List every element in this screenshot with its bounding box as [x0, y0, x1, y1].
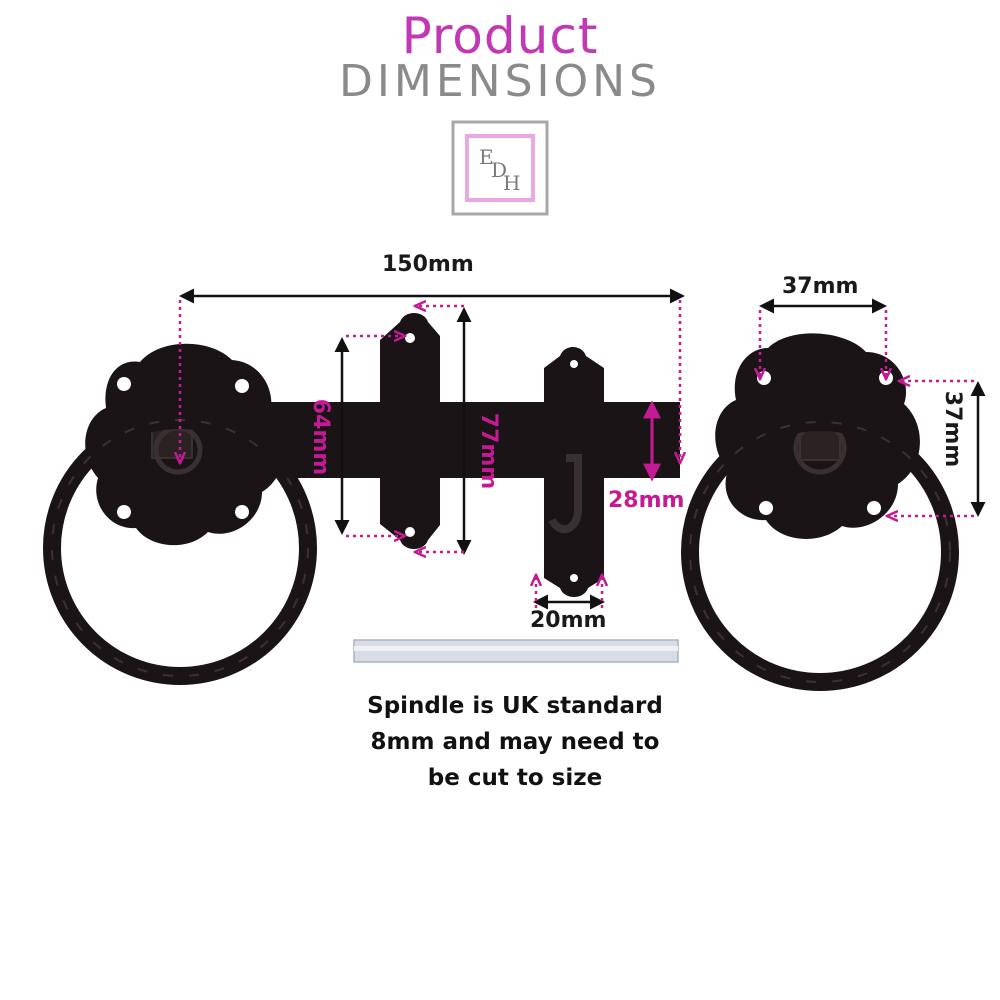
spindle [353, 639, 679, 663]
right-ring-handle [681, 333, 959, 691]
keep-plate [380, 313, 440, 549]
label-backplate-height: 37mm [940, 390, 965, 468]
title-dimensions: DIMENSIONS [339, 56, 661, 107]
label-backplate-width: 37mm [782, 274, 859, 299]
label-catch-width: 20mm [530, 608, 607, 633]
label-bar-height: 28mm [608, 488, 685, 513]
title-product: Product [401, 7, 599, 65]
label-keep-height: 64mm [308, 398, 333, 476]
spindle-note-line3: be cut to size [427, 765, 603, 791]
brand-logo: E D H [451, 120, 549, 216]
label-keep-outer-height: 77mm [476, 412, 501, 490]
spindle-note-line2: 8mm and may need to [370, 729, 660, 755]
svg-text:H: H [503, 171, 520, 195]
spindle-note-line1: Spindle is UK standard [367, 693, 663, 719]
catch-plate [544, 347, 604, 597]
spindle-note: Spindle is UK standard 8mm and may need … [300, 688, 730, 796]
label-overall-width: 150mm [382, 252, 474, 277]
svg-text:E: E [479, 145, 494, 169]
svg-text:D: D [491, 158, 507, 182]
